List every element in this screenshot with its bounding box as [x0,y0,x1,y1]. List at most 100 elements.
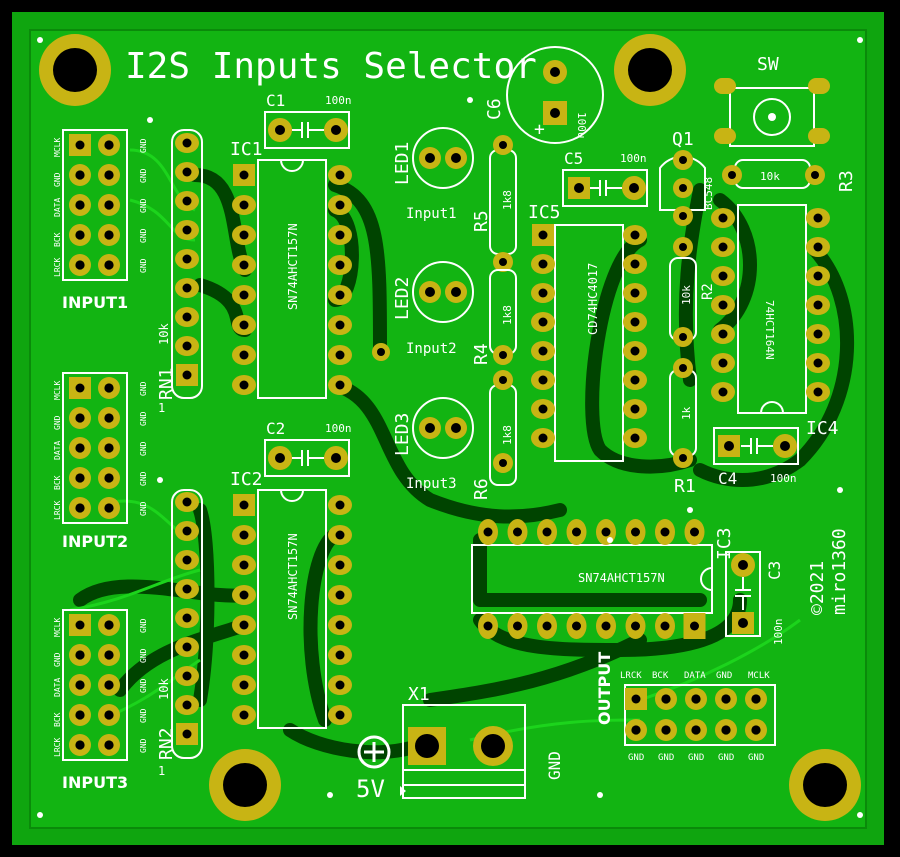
svg-text:100n: 100n [620,152,647,165]
input-pin-label: GND [139,501,148,516]
input-name: INPUT3 [62,773,128,792]
svg-text:SN74AHCT157N: SN74AHCT157N [578,571,665,585]
input-pin-label: BCK [53,232,62,247]
output-pin-label: GND [718,753,734,763]
r2-resistor: 10k R2 [669,237,716,347]
svg-text:SN74AHCT157N: SN74AHCT157N [286,533,300,620]
svg-text:100u: 100u [575,112,588,139]
r1-resistor: 1k R1 [669,358,697,497]
svg-text:C4: C4 [718,469,737,488]
c4-capacitor: C4 100n [713,427,799,488]
input-name: INPUT2 [62,532,128,551]
svg-text:IC1: IC1 [230,139,263,160]
input-pin-label: GND [139,708,148,723]
input-name: INPUT1 [62,293,128,312]
ic1-chip: IC1 SN74AHCT157N [230,139,352,399]
svg-text:LED1: LED1 [392,142,413,185]
svg-text:1k8: 1k8 [501,190,514,210]
svg-text:RN2: RN2 [156,727,177,760]
input-pin-label: GND [53,652,62,667]
svg-text:10k: 10k [760,170,780,183]
svg-text:R6: R6 [471,478,492,500]
x1-terminal: X1 5V GND [356,684,564,803]
input-pin-label: MCLK [53,618,62,637]
input-pin-label: MCLK [53,381,62,400]
c5-capacitor: C5 100n [562,149,648,207]
svg-text:C2: C2 [266,419,285,438]
input-pin-label: DATA [53,678,62,697]
svg-text:1k: 1k [680,406,693,420]
q1-transistor: Q1 BC548 [659,129,715,226]
svg-text:1: 1 [158,764,165,778]
board-title: I2S Inputs Selector [125,46,537,87]
svg-text:10k: 10k [680,285,693,305]
sw-button: SW [714,54,830,147]
svg-text:LED3: LED3 [392,413,413,456]
svg-text:Input2: Input2 [406,341,457,357]
input-pin-label: BCK [53,475,62,490]
svg-text:IC2: IC2 [230,469,263,490]
input-pin-label: LRCK [53,501,62,520]
svg-text:10k: 10k [157,678,171,700]
output-pin-label: GND [658,753,674,763]
svg-text:LED2: LED2 [392,277,413,320]
input-pin-label: DATA [53,198,62,217]
svg-text:1k8: 1k8 [501,305,514,325]
svg-text:R2: R2 [700,283,716,300]
svg-text:GND: GND [545,751,564,780]
svg-text:74HCT164N: 74HCT164N [763,300,776,360]
output-pin-label: GND [688,753,704,763]
ic2-chip: IC2 SN74AHCT157N [230,469,352,729]
svg-text:RN1: RN1 [156,367,177,400]
input-pin-label: DATA [53,441,62,460]
svg-text:IC3: IC3 [714,527,735,560]
output-pin-label: GND [748,753,764,763]
svg-text:SW: SW [757,54,779,75]
svg-text:OUTPUT: OUTPUT [595,652,614,725]
c6-capacitor: + C6 100u [484,46,604,144]
led2: LED2 Input2 [392,261,474,357]
svg-text:5V: 5V [356,775,385,803]
r4-resistor: R4 1k8 [471,269,517,365]
output-pin-label: DATA [684,671,706,681]
output-pin-label: LRCK [620,671,642,681]
rn2-network: RN2 10k 1 [156,489,203,778]
input-pin-label: GND [139,618,148,633]
input-pin-label: GND [139,198,148,213]
r5-resistor: R5 1k8 [471,135,517,272]
svg-text:Input3: Input3 [406,476,457,492]
r3-resistor: 10k R3 [722,159,857,192]
input-pin-label: LRCK [53,738,62,757]
svg-text:100n: 100n [772,619,785,646]
ic4-chip: IC4 74HCT164N [711,204,839,439]
svg-text:100n: 100n [325,94,352,107]
input-pin-label: GND [139,738,148,753]
output-pin-label: GND [628,753,644,763]
svg-text:100n: 100n [325,422,352,435]
c2-capacitor: C2 100n [264,419,352,477]
svg-text:R1: R1 [674,476,696,497]
input-pin-label: GND [139,441,148,456]
svg-text:100n: 100n [770,472,797,485]
svg-text:R3: R3 [836,170,857,192]
input-pin-label: GND [139,138,148,153]
svg-text:Q1: Q1 [672,129,694,150]
mounting-holes [39,34,861,821]
led1: LED1 Input1 [392,127,474,222]
svg-text:IC4: IC4 [806,418,839,439]
r6-resistor: R6 1k8 [471,370,517,500]
rn1-network: RN1 10k 1 [156,129,203,415]
input-pin-label: LRCK [53,258,62,277]
svg-text:R5: R5 [471,210,492,232]
svg-text:BC548: BC548 [702,177,715,210]
svg-text:C6: C6 [484,98,505,120]
input-pin-label: GND [53,172,62,187]
author-text: miro1360 [829,528,850,615]
input-pin-label: BCK [53,712,62,727]
svg-text:SN74AHCT157N: SN74AHCT157N [286,223,300,310]
svg-text:+: + [534,119,545,140]
